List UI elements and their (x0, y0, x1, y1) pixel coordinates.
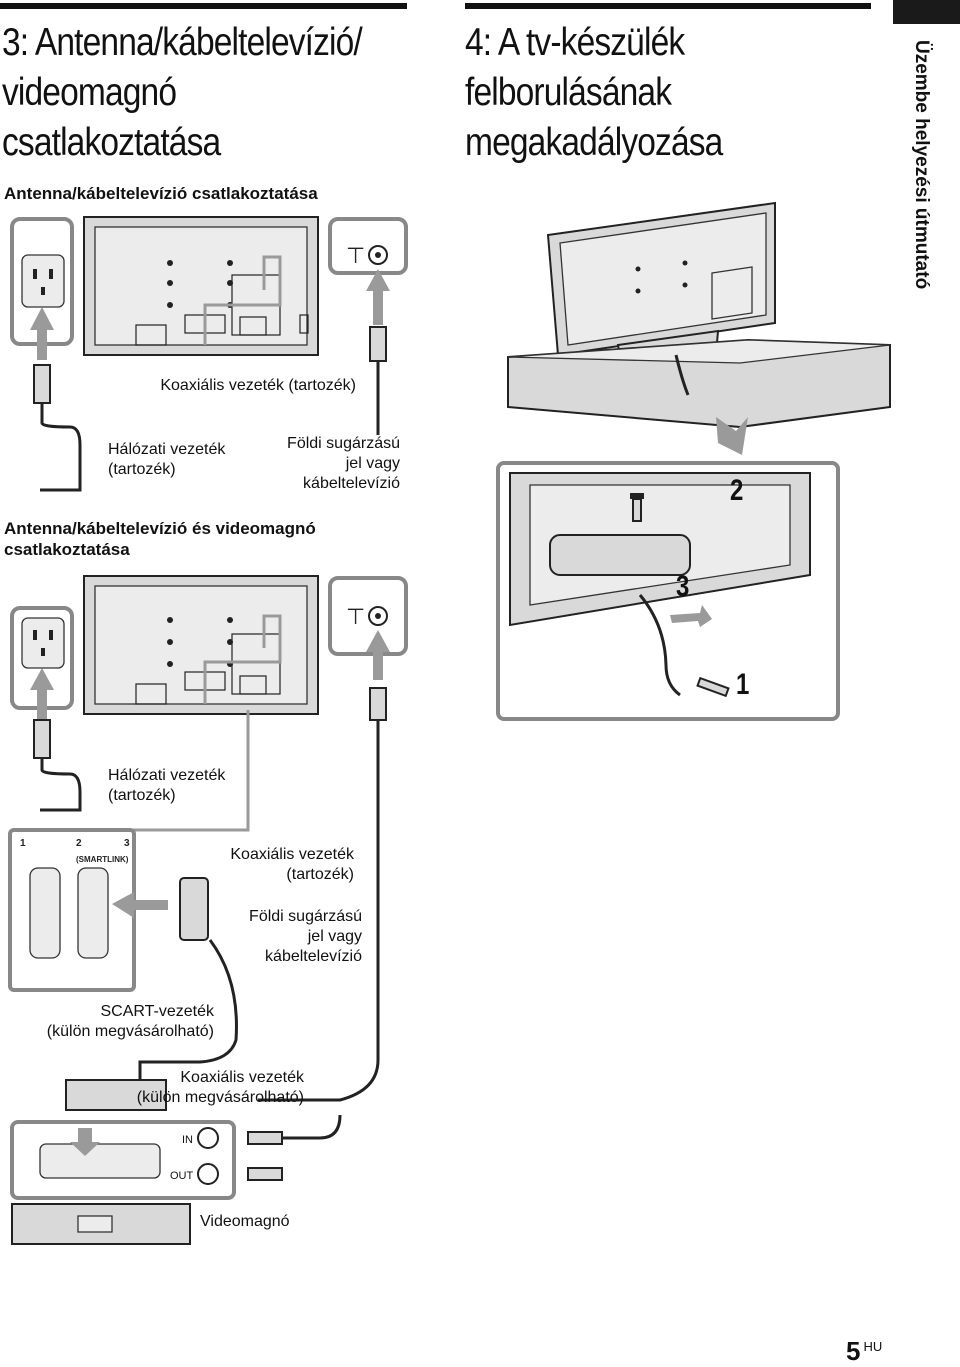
scart-plug-bottom (65, 1079, 167, 1111)
vcr-in-socket (197, 1127, 219, 1149)
detail-strap (638, 594, 681, 697)
scart-plug-top (179, 877, 209, 941)
tv-stand-diagram (496, 201, 891, 721)
side-tab-marker (893, 0, 960, 24)
label-ground-2-line3: kábeltelevízió (265, 948, 362, 965)
label-coax-separate-line2: (külön megvásárolható) (136, 1089, 304, 1106)
antenna-terminal-panel (328, 217, 408, 275)
label-mains-2: Hálózati vezeték (tartozék) (108, 766, 225, 806)
label-scart-cable: SCART-vezeték (külön megvásárolható) (20, 1002, 214, 1042)
page-number-value: 5 (846, 1336, 861, 1366)
label-ground-1-line3: kábeltelevízió (303, 475, 400, 492)
antenna-connection-diagram: ⊤ (10, 216, 408, 492)
label-ground-1-line1: Földi sugárzású (287, 435, 400, 452)
label-vcr-out: OUT (170, 1170, 194, 1182)
detail-screw (696, 676, 730, 698)
power-inlet-icon (21, 254, 65, 308)
section4-title: 4: A tv-készülék felborulásának megakadá… (465, 18, 764, 168)
label-ground-2-line1: Földi sugárzású (249, 908, 362, 925)
coax-plug-in (247, 1131, 283, 1145)
label-scart-cable-line1: SCART-vezeték (100, 1003, 214, 1020)
mains-cable (40, 403, 82, 492)
scart-sockets-panel (8, 828, 136, 992)
scart-arrow (112, 892, 168, 918)
label-mains-1: Hálózati vezeték (tartozék) (108, 440, 225, 480)
label-coax-included-2-line1: Koaxiális vezeték (230, 846, 354, 863)
detail-arrow (716, 417, 748, 455)
label-scart-cable-line2: (külön megvásárolható) (46, 1023, 214, 1040)
label-mains-1-line1: Hálózati vezeték (108, 441, 226, 458)
strap-small (674, 354, 690, 396)
vcr-out-socket (197, 1163, 219, 1185)
section3-title-line1: 3: Antenna/kábeltelevízió/ (2, 21, 363, 64)
section3-title: 3: Antenna/kábeltelevízió/ videomagnó cs… (2, 18, 420, 168)
scart-num-1: 1 (20, 838, 26, 849)
section4-top-rule (465, 3, 871, 9)
antenna-arrow (366, 269, 390, 325)
scart-cable (138, 939, 238, 1080)
label-vcr-in: IN (182, 1134, 193, 1146)
section4-title-line1: 4: A tv-készülék (465, 21, 685, 64)
section3-subheading-2: Antenna/kábeltelevízió és videomagnó csa… (4, 518, 316, 560)
section4-title-line2: felborulásának (465, 71, 672, 114)
label-mains-2-line2: (tartozék) (108, 787, 176, 804)
coax-plug-icon-2 (369, 687, 387, 721)
label-coax-included-1: Koaxiális vezeték (tartozék) (160, 377, 356, 394)
step-1-label: 1 (736, 668, 750, 701)
antenna-vcr-connection-diagram: ⊤ 1 2 3 (SMARTLINK) (8, 575, 408, 1245)
scart-num-2: 2 (76, 838, 82, 849)
scart-socket-2 (77, 867, 109, 959)
power-arrow (30, 307, 54, 360)
label-ground-2: Földi sugárzású jel vagy kábeltelevízió (210, 907, 362, 967)
label-coax-included-2-line2: (tartozék) (286, 866, 354, 883)
label-ground-2-line2: jel vagy (307, 928, 362, 945)
scart-socket-1 (29, 867, 61, 959)
vcr-scart-socket (39, 1143, 161, 1179)
mains-plug-icon-2 (33, 719, 51, 759)
mains-plug-icon (33, 364, 51, 404)
section3-top-rule (0, 3, 407, 9)
label-mains-2-line1: Hálózati vezeték (108, 767, 226, 784)
smartlink-label: (SMARTLINK) (76, 855, 129, 864)
detail-holder (549, 534, 691, 576)
svg-text:⊤: ⊤ (346, 604, 365, 629)
section3-subheading-2-line1: Antenna/kábeltelevízió és videomagnó (4, 519, 316, 538)
coax-plug-icon (369, 326, 387, 362)
label-ground-1-line2: jel vagy (345, 455, 400, 472)
svg-text:⊤: ⊤ (346, 243, 365, 268)
side-tab-text: Üzembe helyezési útmutató (911, 40, 932, 290)
section3-title-line2: videomagnó (2, 71, 177, 114)
step-2-label: 2 (730, 474, 744, 507)
internal-cable (203, 255, 282, 345)
section3-subheading-1: Antenna/kábeltelevízió csatlakoztatása (4, 184, 318, 203)
coax-cable-2 (258, 720, 380, 1102)
step-3-label: 3 (676, 570, 690, 603)
scart-num-3: 3 (124, 838, 130, 849)
section3-title-line3: csatlakoztatása (2, 121, 221, 164)
label-mains-1-line2: (tartozék) (108, 461, 176, 478)
page-number-suffix: HU (863, 1339, 883, 1354)
section4-title-line3: megakadályozása (465, 121, 723, 164)
label-ground-1: Földi sugárzású jel vagy kábeltelevízió (246, 434, 400, 494)
section3-subheading-2-line2: csatlakoztatása (4, 540, 130, 559)
label-vcr: Videomagnó (200, 1213, 290, 1230)
coax-plug-out (247, 1167, 283, 1181)
label-coax-separate-line1: Koaxiális vezeték (180, 1069, 304, 1086)
label-coax-separate: Koaxiális vezeték (külön megvásárolható) (110, 1068, 304, 1108)
label-coax-included-2: Koaxiális vezeték (tartozék) (200, 845, 354, 885)
